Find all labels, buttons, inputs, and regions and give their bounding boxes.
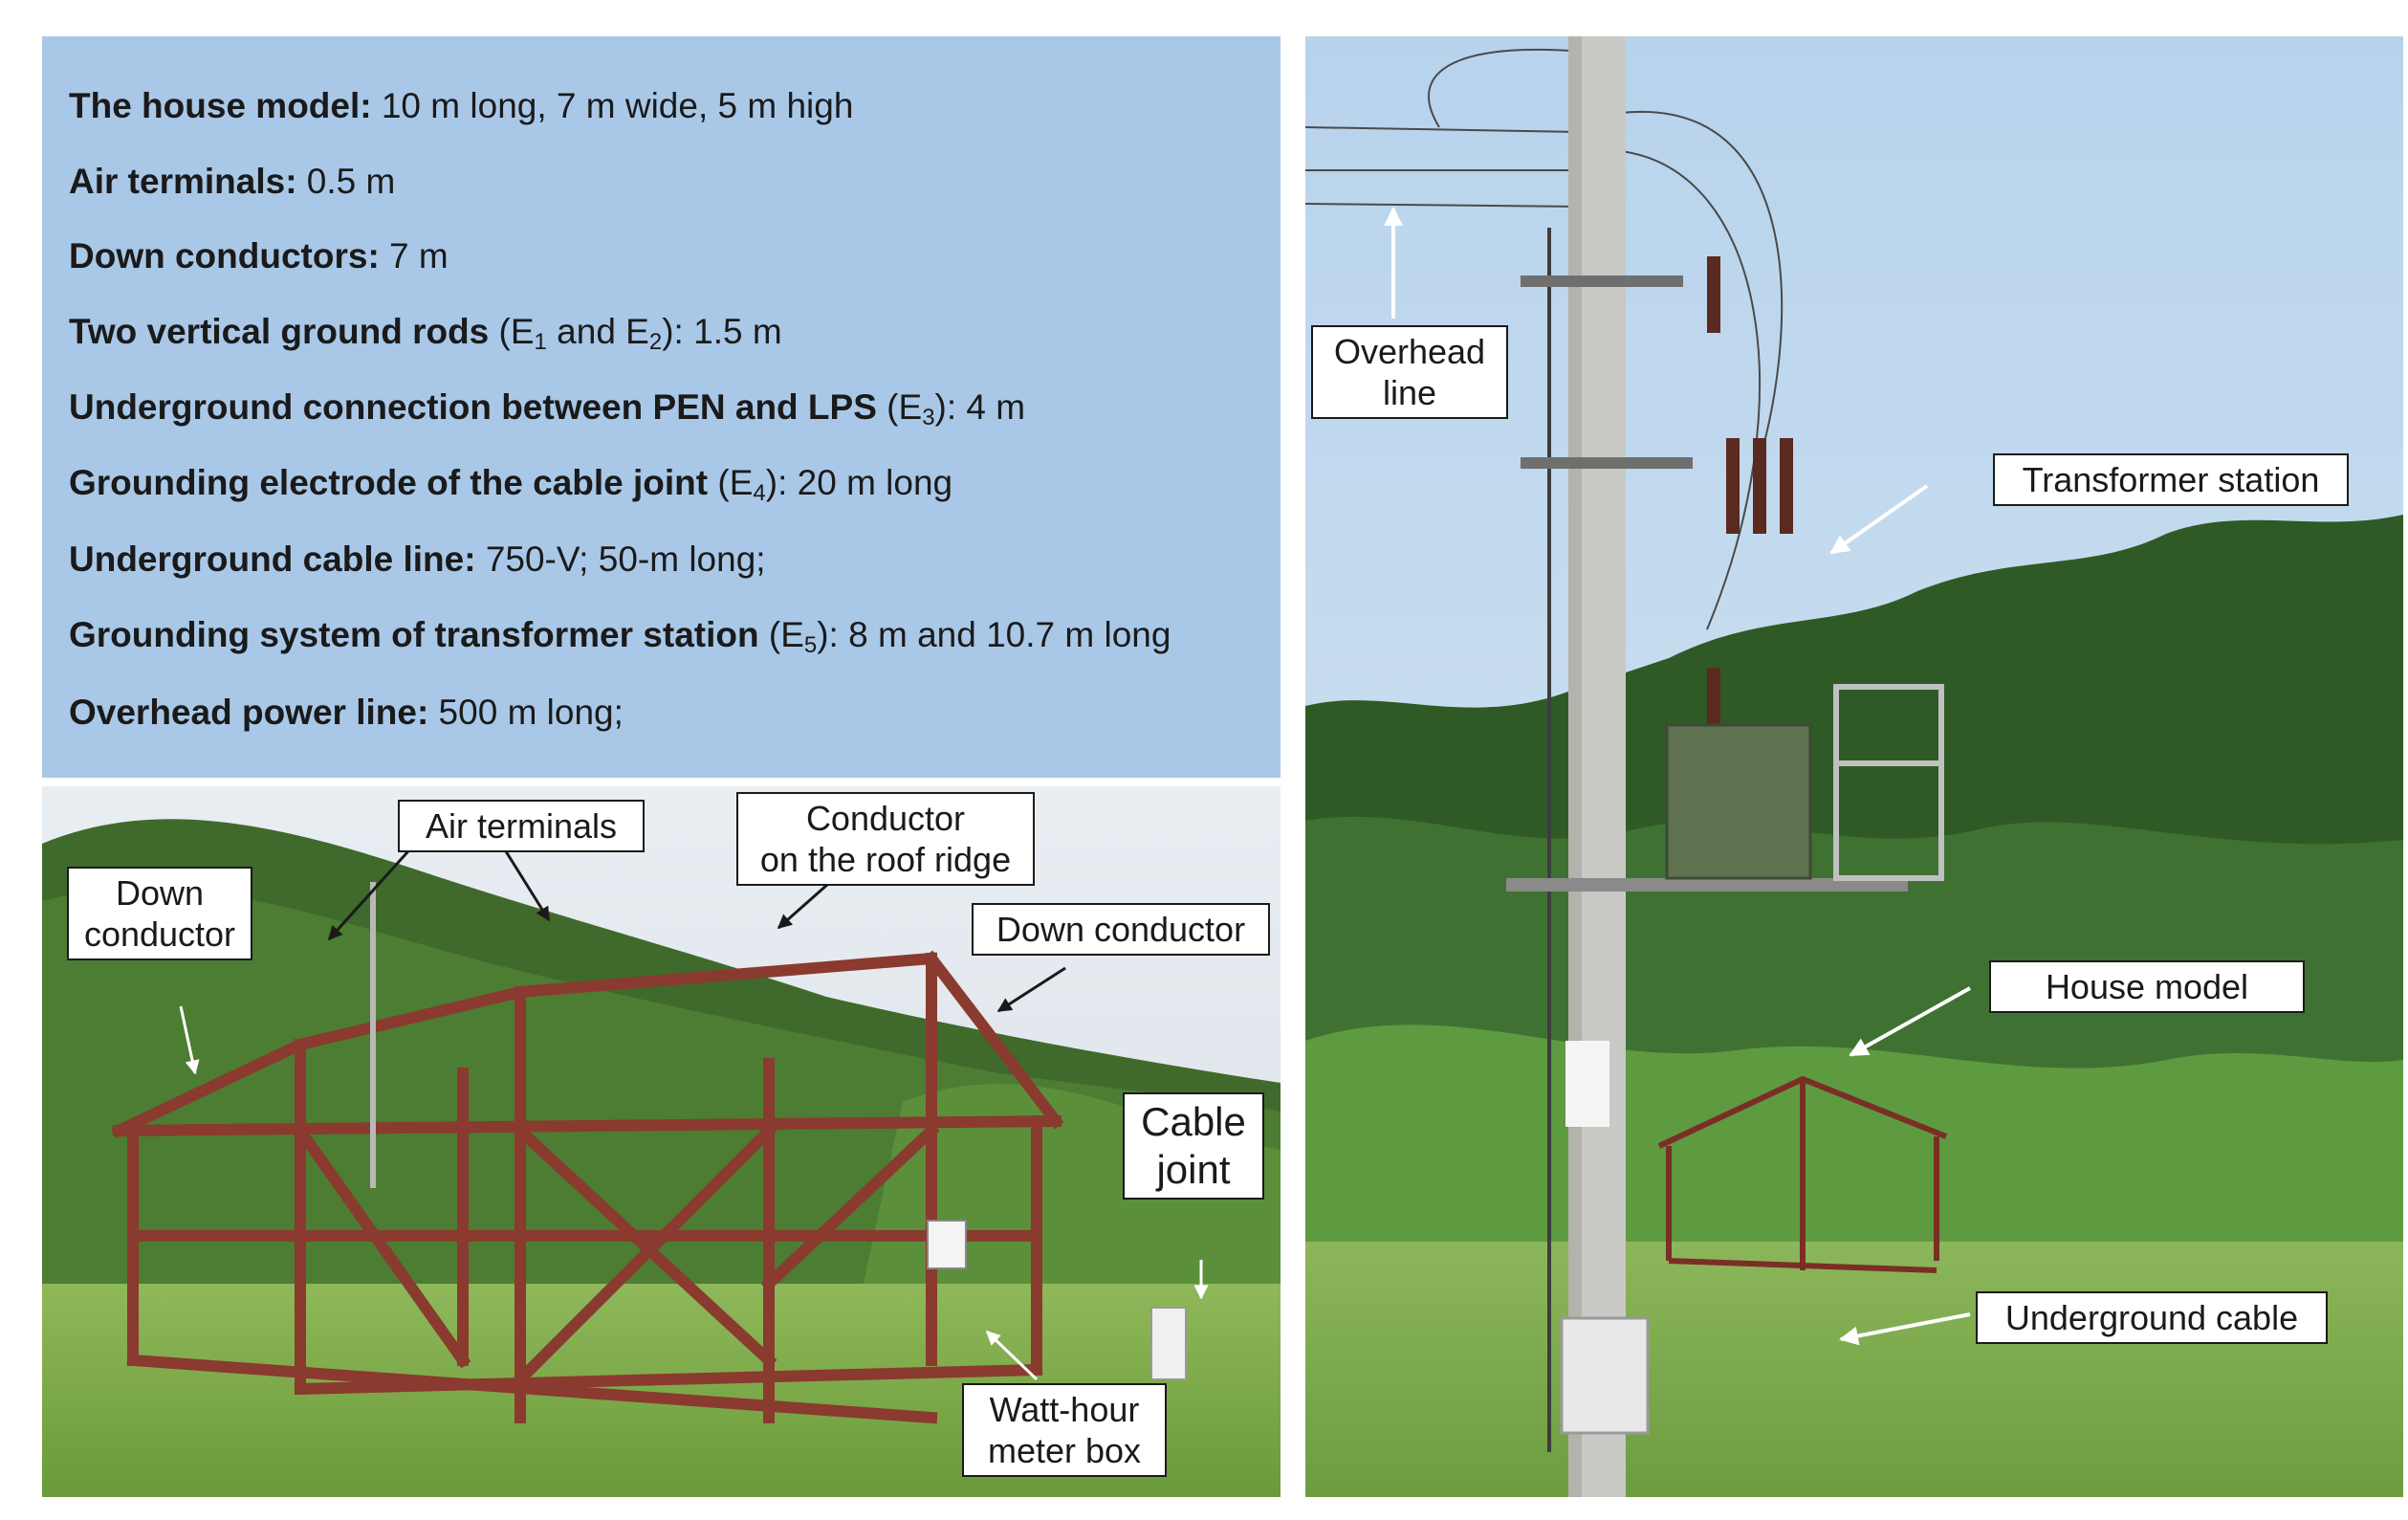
spec-line: Underground connection between PEN and L… [69,387,1026,430]
meter-box-label-line1: Watt-hour [989,1390,1140,1429]
down-conductor-right-label: Down conductor [972,903,1270,956]
conductor-roof-ridge-label-line2: on the roof ridge [759,840,1012,879]
down-conductor-left-label-line2: conductor [83,914,236,954]
cable-joint-label: Cable joint [1123,1092,1264,1200]
spec-line: Underground cable line: 750-V; 50-m long… [69,540,766,579]
overhead-line-label-line1: Overhead [1333,332,1486,371]
spec-line: Two vertical ground rods (E1 and E2): 1.… [69,312,782,355]
underground-cable-label: Underground cable [1976,1291,2328,1344]
cable-joint-label-line1: Cable [1141,1099,1246,1144]
station-photo-illustration [1305,36,2403,1497]
house-model-label: House model [1989,960,2305,1013]
specifications-panel: The house model: 10 m long, 7 m wide, 5 … [42,36,1281,778]
air-terminals-label: Air terminals [398,800,645,852]
down-conductor-left-label: Down conductor [67,867,252,960]
spec-line: Overhead power line: 500 m long; [69,693,624,732]
cable-joint-label-line2: joint [1156,1147,1231,1192]
transformer-station-photo: Overhead line Transformer station House … [1305,36,2403,1497]
overhead-line-label: Overhead line [1311,325,1508,419]
conductor-roof-ridge-label-line1: Conductor [805,799,966,838]
overhead-line-label-line2: line [1382,373,1437,412]
transformer-station-label: Transformer station [1993,453,2349,506]
watt-hour-meter-box-label: Watt-hour meter box [962,1383,1167,1477]
spec-line: Grounding system of transformer station … [69,615,1171,658]
house-model-photo: Air terminals Conductor on the roof ridg… [42,786,1281,1497]
spec-line: The house model: 10 m long, 7 m wide, 5 … [69,86,854,125]
spec-line: Down conductors: 7 m [69,236,449,275]
down-conductor-left-label-line1: Down [115,873,205,913]
meter-box-label-line2: meter box [987,1431,1142,1470]
conductor-roof-ridge-label: Conductor on the roof ridge [736,792,1035,886]
spec-line: Grounding electrode of the cable joint (… [69,463,953,506]
spec-line: Air terminals: 0.5 m [69,162,396,201]
